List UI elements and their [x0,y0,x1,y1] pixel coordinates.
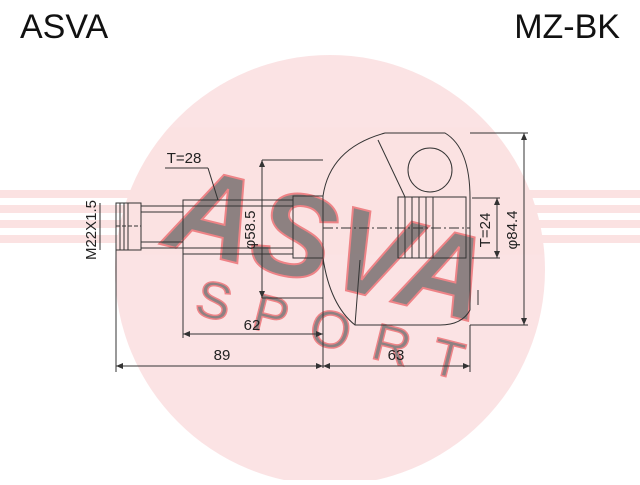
shaft-length-label: 62 [244,317,261,334]
thread-label: M22X1.5 [83,200,100,260]
key-width-label: T=28 [167,150,202,167]
part-outline [115,132,471,326]
cup-length-label: 63 [388,347,405,364]
dimension-arrows [116,133,527,369]
total-shaft-length-label: 89 [214,347,231,364]
watermark-stripes [0,190,640,243]
cup-diameter-label: φ84.4 [504,211,521,250]
cup-key-width-label: T=24 [477,213,494,248]
dimension-lines [99,132,528,372]
part-code: MZ-BK [514,8,620,46]
shaft-diameter-label: φ58.5 [242,211,259,250]
ball-section [407,147,453,193]
watermark [0,55,640,485]
watermark-circle [115,55,545,485]
brand-title: ASVA [20,8,109,46]
outer-bell [322,132,471,326]
